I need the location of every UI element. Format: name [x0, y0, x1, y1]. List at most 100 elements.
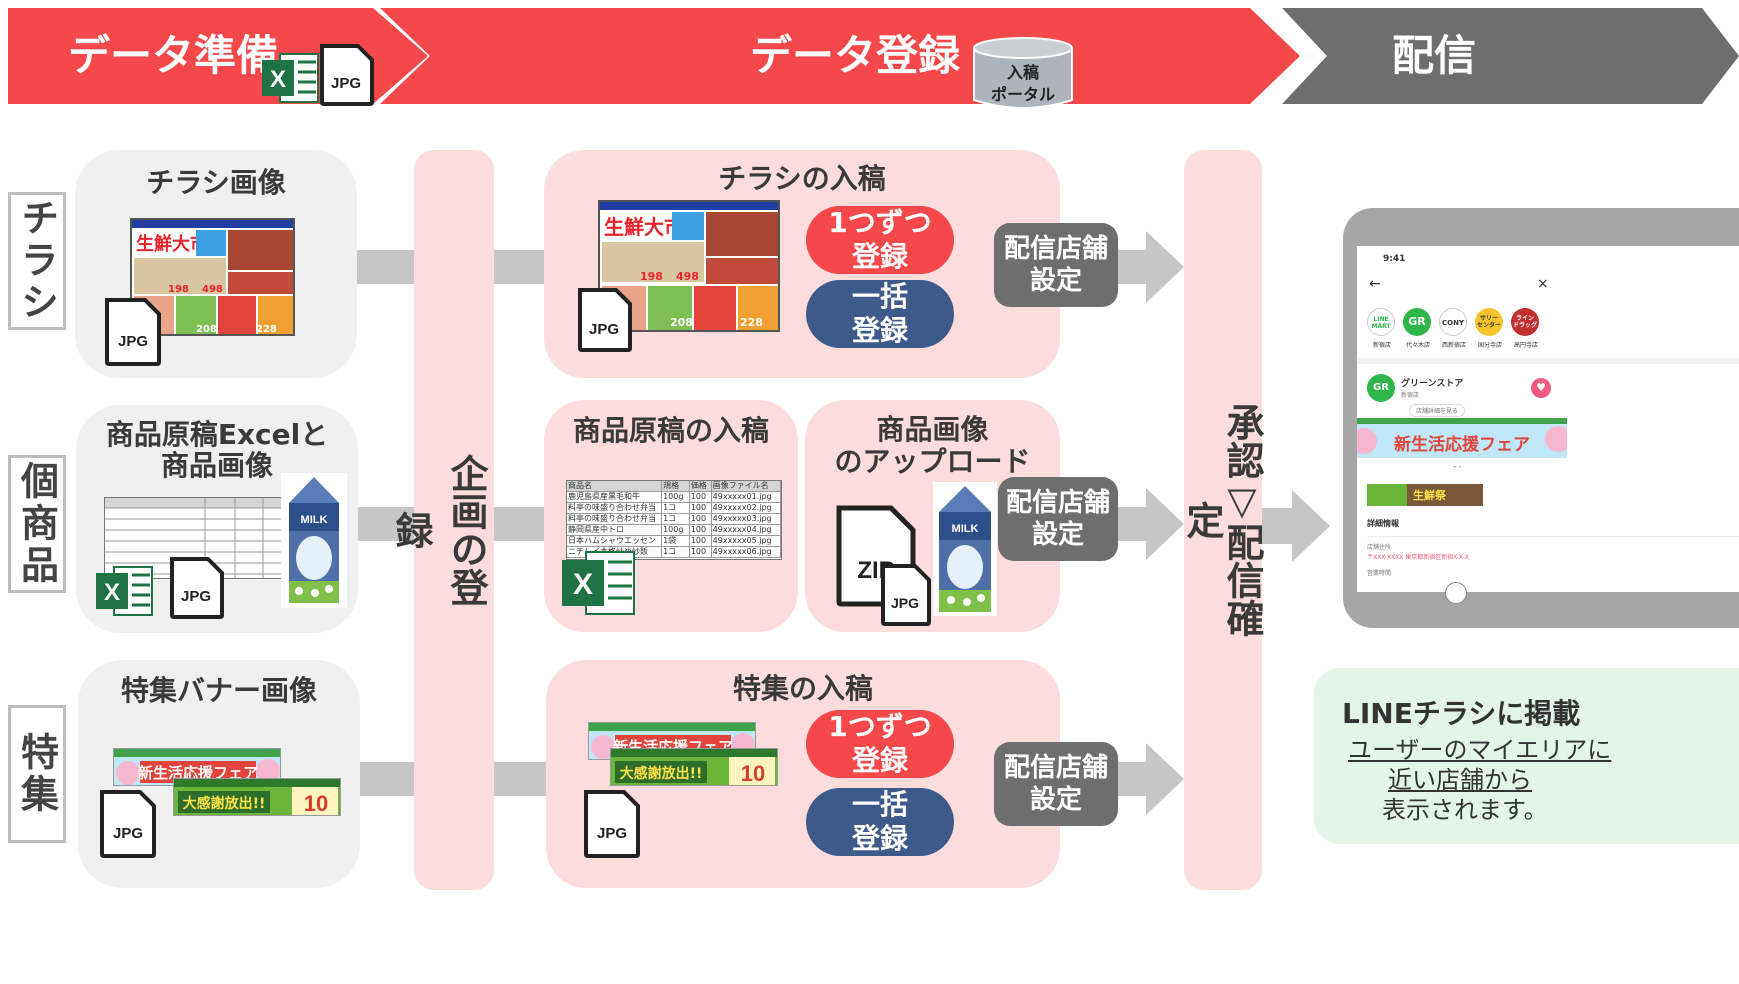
step-title-register: データ登録 — [750, 31, 961, 80]
svg-text:MILK: MILK — [952, 523, 979, 535]
step-arrow-deliver — [1282, 8, 1739, 104]
close-icon[interactable]: × — [1537, 276, 1549, 292]
line-info-line1: ユーザーのマイエリアに — [1348, 736, 1612, 764]
feature-banner[interactable]: 新生活応援フェア — [1357, 418, 1567, 458]
store-chip-name: 高円寺店 — [1513, 342, 1538, 349]
svg-text:10: 10 — [741, 761, 765, 786]
store-setting-product[interactable]: 配信店舗 設定 — [998, 477, 1118, 561]
store-chip[interactable]: LINE MART 新宿店 — [1367, 308, 1397, 349]
feature-banner-text: 新生活応援フェア — [1394, 435, 1530, 455]
row-label-product: 個商品 — [8, 455, 66, 593]
svg-text:498: 498 — [676, 270, 699, 283]
phone-time: 9:41 — [1383, 254, 1406, 264]
divider — [1367, 536, 1739, 537]
store-branch: 新宿店 — [1401, 392, 1420, 399]
step-banner-deliver: 配信 — [1282, 8, 1739, 104]
svg-text:198: 198 — [640, 270, 663, 283]
register-one-by-one-button-flyer[interactable]: 1つずつ 登録 — [806, 206, 954, 274]
sale-banner-image: 大感謝放出!!10 — [173, 778, 341, 816]
arrow-flyer — [1146, 231, 1184, 303]
register-title-product-image: 商品画像 のアップロード — [834, 413, 1031, 478]
store-chip-name: 西新宿店 — [1441, 342, 1466, 349]
store-setting-feature[interactable]: 配信店舗 設定 — [994, 742, 1118, 826]
svg-text:X: X — [270, 66, 286, 93]
register-title-flyer: チラシの入稿 — [718, 162, 886, 195]
table-header-cell: 商品名 — [567, 481, 663, 491]
connector-flyer-1 — [357, 250, 414, 284]
connector-product-1 — [358, 507, 414, 541]
connector-deliver — [1262, 508, 1294, 544]
jpg-file-icon: JPG — [103, 298, 163, 368]
plan-register-label: 企画の登録 — [389, 454, 488, 606]
flyer-thumbnail-text: 生鮮祭 — [1413, 489, 1446, 502]
excel-icon: X — [562, 550, 636, 618]
table-header-cell: 価格 — [690, 481, 712, 491]
svg-text:JPG: JPG — [589, 321, 619, 338]
table-header-cell: 画像ファイル名 — [712, 481, 781, 491]
portal-database-icon: 入稿 ポータル — [972, 36, 1074, 112]
svg-text:208: 208 — [196, 324, 217, 335]
home-button[interactable] — [1445, 582, 1467, 604]
jpg-file-icon: JPG — [576, 288, 632, 354]
connector-feature-1 — [360, 762, 414, 796]
svg-text:208: 208 — [670, 316, 693, 329]
register-bulk-button-flyer[interactable]: 一括 登録 — [806, 280, 954, 348]
table-header-cell: 規格 — [662, 481, 690, 491]
svg-text:JPG: JPG — [118, 333, 148, 350]
connector-product-3 — [1118, 507, 1148, 541]
store-chip[interactable]: サリー センター 国分寺店 — [1475, 308, 1505, 349]
jpg-file-icon: JPG — [98, 790, 158, 860]
step-title-deliver: 配信 — [1392, 31, 1477, 80]
store-logo-line-drug: ライン ドラッグ — [1511, 308, 1539, 336]
divider — [1357, 358, 1739, 364]
line-info-title: LINEチラシに掲載 — [1342, 697, 1581, 730]
svg-text:MILK: MILK — [301, 514, 328, 526]
step-title-prep: データ準備 — [68, 31, 279, 80]
svg-text:大感謝放出!!: 大感謝放出!! — [183, 795, 266, 812]
store-detail-link[interactable]: 店舗詳細を見る — [1409, 404, 1466, 417]
excel-icon: X — [262, 52, 320, 104]
register-title-feature: 特集の入稿 — [732, 672, 873, 705]
register-card-feature: 特集の入稿 新生活応援フェア 大感謝放出!!10 JPG 1つずつ 登録 一括 … — [546, 660, 1060, 888]
favorite-heart-icon[interactable]: ♥ — [1531, 378, 1551, 398]
address-link[interactable]: 〒XXX-XXXX 東京都新宿区新宿X-X-X — [1367, 554, 1469, 561]
portal-label: 入稿 ポータル — [990, 63, 1055, 104]
svg-text:228: 228 — [256, 324, 277, 335]
store-setting-flyer[interactable]: 配信店舗 設定 — [994, 223, 1118, 307]
step-banner-register: データ登録 — [380, 8, 1300, 104]
back-arrow-icon[interactable]: ← — [1369, 276, 1381, 292]
row-label-flyer: チラシ — [8, 192, 66, 330]
register-title-product-manuscript: 商品原稿の入稿 — [572, 414, 769, 447]
jpg-file-icon: JPG — [168, 557, 224, 621]
register-bulk-button-feature[interactable]: 一括 登録 — [806, 788, 954, 856]
line-info-line3: 表示されます。 — [1382, 796, 1548, 824]
svg-text:X: X — [573, 568, 593, 601]
svg-text:228: 228 — [740, 316, 763, 329]
flyer-thumbnail[interactable]: 生鮮祭 — [1367, 484, 1483, 506]
svg-text:198: 198 — [168, 284, 189, 295]
arrow-feature — [1146, 743, 1184, 815]
prep-title-product: 商品原稿Excelと 商品画像 — [105, 418, 329, 482]
store-chip[interactable]: GR 代々木店 — [1403, 308, 1433, 349]
store-chip[interactable]: CONY 西新宿店 — [1439, 308, 1469, 349]
connector-flyer-2 — [494, 250, 544, 284]
prep-card-feature: 特集バナー画像 新生活応援フェア 大感謝放出!!10 JPG — [78, 660, 360, 888]
line-info-box: LINEチラシに掲載 ユーザーのマイエリアに 近い店舗から 表示されます。 — [1314, 668, 1739, 844]
svg-text:大感謝放出!!: 大感謝放出!! — [620, 765, 703, 782]
connector-flyer-3 — [1118, 250, 1148, 284]
svg-text:生鮮大市: 生鮮大市 — [604, 215, 684, 239]
svg-text:JPG: JPG — [181, 588, 211, 605]
register-one-by-one-button-feature[interactable]: 1つずつ 登録 — [806, 710, 954, 778]
hours-label: 営業時間 — [1367, 570, 1392, 577]
svg-text:JPG: JPG — [113, 825, 143, 842]
jpg-file-icon: JPG — [582, 790, 642, 860]
row-label-feature: 特集 — [8, 705, 66, 843]
store-logo-cony: CONY — [1439, 308, 1467, 336]
table-header-row: 商品名規格価格画像ファイル名 — [567, 481, 781, 492]
store-chip[interactable]: ライン ドラッグ 高円寺店 — [1511, 308, 1541, 349]
